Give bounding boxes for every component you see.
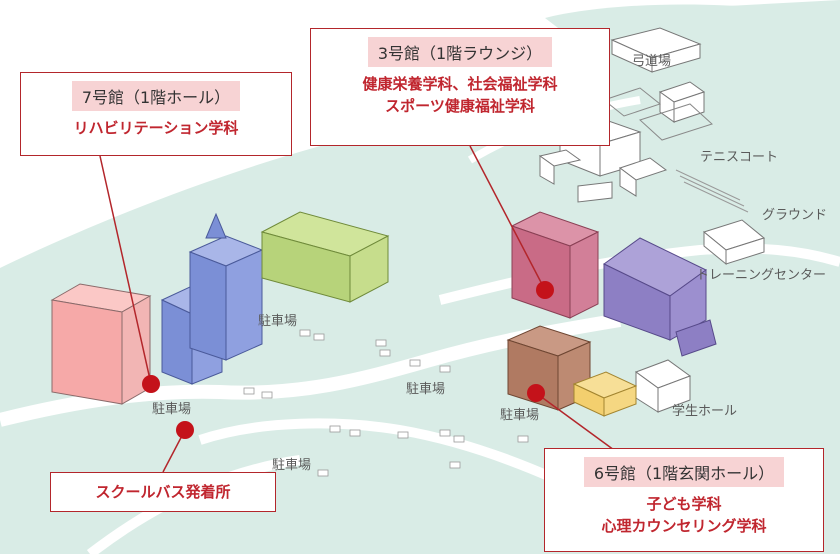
tennis-courts	[602, 87, 713, 141]
label-kyudojo: 弓道場	[632, 54, 672, 69]
pin-building-3	[536, 281, 554, 299]
callout-bus-stop: スクールバス発着所	[50, 472, 276, 512]
callout-building-6-line-2: 心理カウンセリング学科	[601, 517, 767, 535]
label-parking-5: 駐車場	[272, 458, 312, 473]
label-tennis-court: テニスコート	[700, 150, 779, 165]
callout-building-7-title: 7号館（1階ホール）	[71, 81, 241, 111]
callout-building-6-title: 6号館（1階玄関ホール）	[583, 457, 785, 487]
callout-bus-stop-title: スクールバス発着所	[95, 483, 231, 501]
label-parking-1: 駐車場	[258, 314, 298, 329]
callout-building-6: 6号館（1階玄関ホール） 子ども学科 心理カウンセリング学科	[544, 448, 824, 552]
callout-building-3-title: 3号館（1階ラウンジ）	[367, 37, 553, 67]
callout-building-7-line-1: リハビリテーション学科	[73, 119, 239, 137]
building-3	[510, 211, 600, 319]
label-parking-3: 駐車場	[406, 382, 446, 397]
road-loop	[198, 418, 603, 505]
training-annex	[702, 219, 766, 266]
parking-stalls	[243, 329, 529, 477]
pin-building-7	[142, 375, 160, 393]
label-parking-4: 駐車場	[500, 408, 540, 423]
student-hall	[634, 359, 692, 413]
pin-building-6	[527, 384, 545, 402]
label-student-hall: 学生ホール	[672, 404, 738, 419]
kyudojo-buildings	[610, 27, 706, 123]
pin-bus-stop	[176, 421, 194, 439]
training-center	[603, 237, 717, 357]
building-green	[260, 211, 390, 303]
label-training-center: トレーニングセンター	[696, 268, 827, 283]
callout-building-6-line-1: 子ども学科	[646, 495, 722, 513]
callout-building-3-line-2: スポーツ健康福祉学科	[385, 97, 535, 115]
building-7	[50, 283, 152, 405]
blue-building-cluster	[160, 212, 264, 385]
callout-building-3: 3号館（1階ラウンジ） 健康栄養学科、社会福祉学科 スポーツ健康福祉学科	[310, 28, 610, 146]
callout-building-7: 7号館（1階ホール） リハビリテーション学科	[20, 72, 292, 156]
label-ground: グラウンド	[762, 208, 828, 223]
ground-steps	[675, 169, 749, 213]
callout-building-3-line-1: 健康栄養学科、社会福祉学科	[362, 75, 558, 93]
label-parking-2: 駐車場	[152, 402, 192, 417]
